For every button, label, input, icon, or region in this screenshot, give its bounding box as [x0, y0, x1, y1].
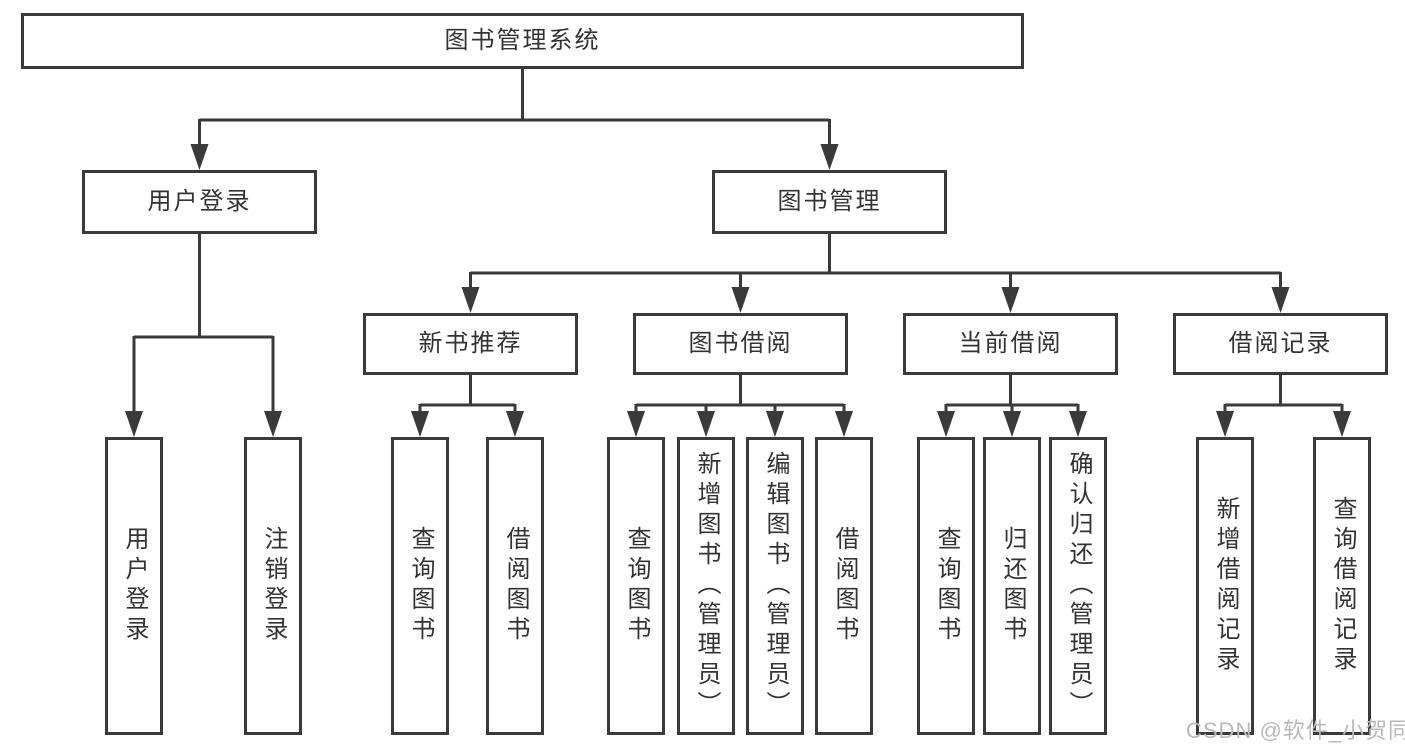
csdn-watermark: CSDN @软件_小贺同学	[1186, 718, 1405, 743]
connector-edges	[132, 69, 1344, 414]
leaf-confirm-return-admin: 确认归还（管理员）	[1049, 437, 1107, 735]
arrowheads	[125, 144, 1351, 437]
node-current-borrowing: 当前借阅	[903, 313, 1118, 375]
leaf-add-borrow-record: 新增借阅记录	[1196, 437, 1254, 735]
leaf-borrowing-query-books: 查询图书	[607, 437, 665, 735]
node-new-book-recommend: 新书推荐	[363, 313, 578, 375]
leaf-query-borrow-record: 查询借阅记录	[1313, 437, 1371, 735]
leaf-edit-books-admin: 编辑图书（管理员）	[746, 437, 804, 735]
leaf-borrow-books: 借阅图书	[815, 437, 873, 735]
node-borrowing-records: 借阅记录	[1173, 313, 1388, 375]
node-root-system: 图书管理系统	[21, 13, 1024, 69]
leaf-logout: 注销登录	[244, 437, 302, 735]
leaf-add-books-admin: 新增图书（管理员）	[677, 437, 735, 735]
node-user-login: 用户登录	[82, 170, 317, 234]
node-book-borrowing: 图书借阅	[633, 313, 848, 375]
leaf-recommend-borrow-books: 借阅图书	[486, 437, 544, 735]
leaf-current-query-books: 查询图书	[917, 437, 975, 735]
leaf-user-login: 用户登录	[105, 437, 163, 735]
leaf-recommend-query-books: 查询图书	[391, 437, 449, 735]
node-book-management: 图书管理	[712, 170, 947, 234]
leaf-return-books: 归还图书	[983, 437, 1041, 735]
